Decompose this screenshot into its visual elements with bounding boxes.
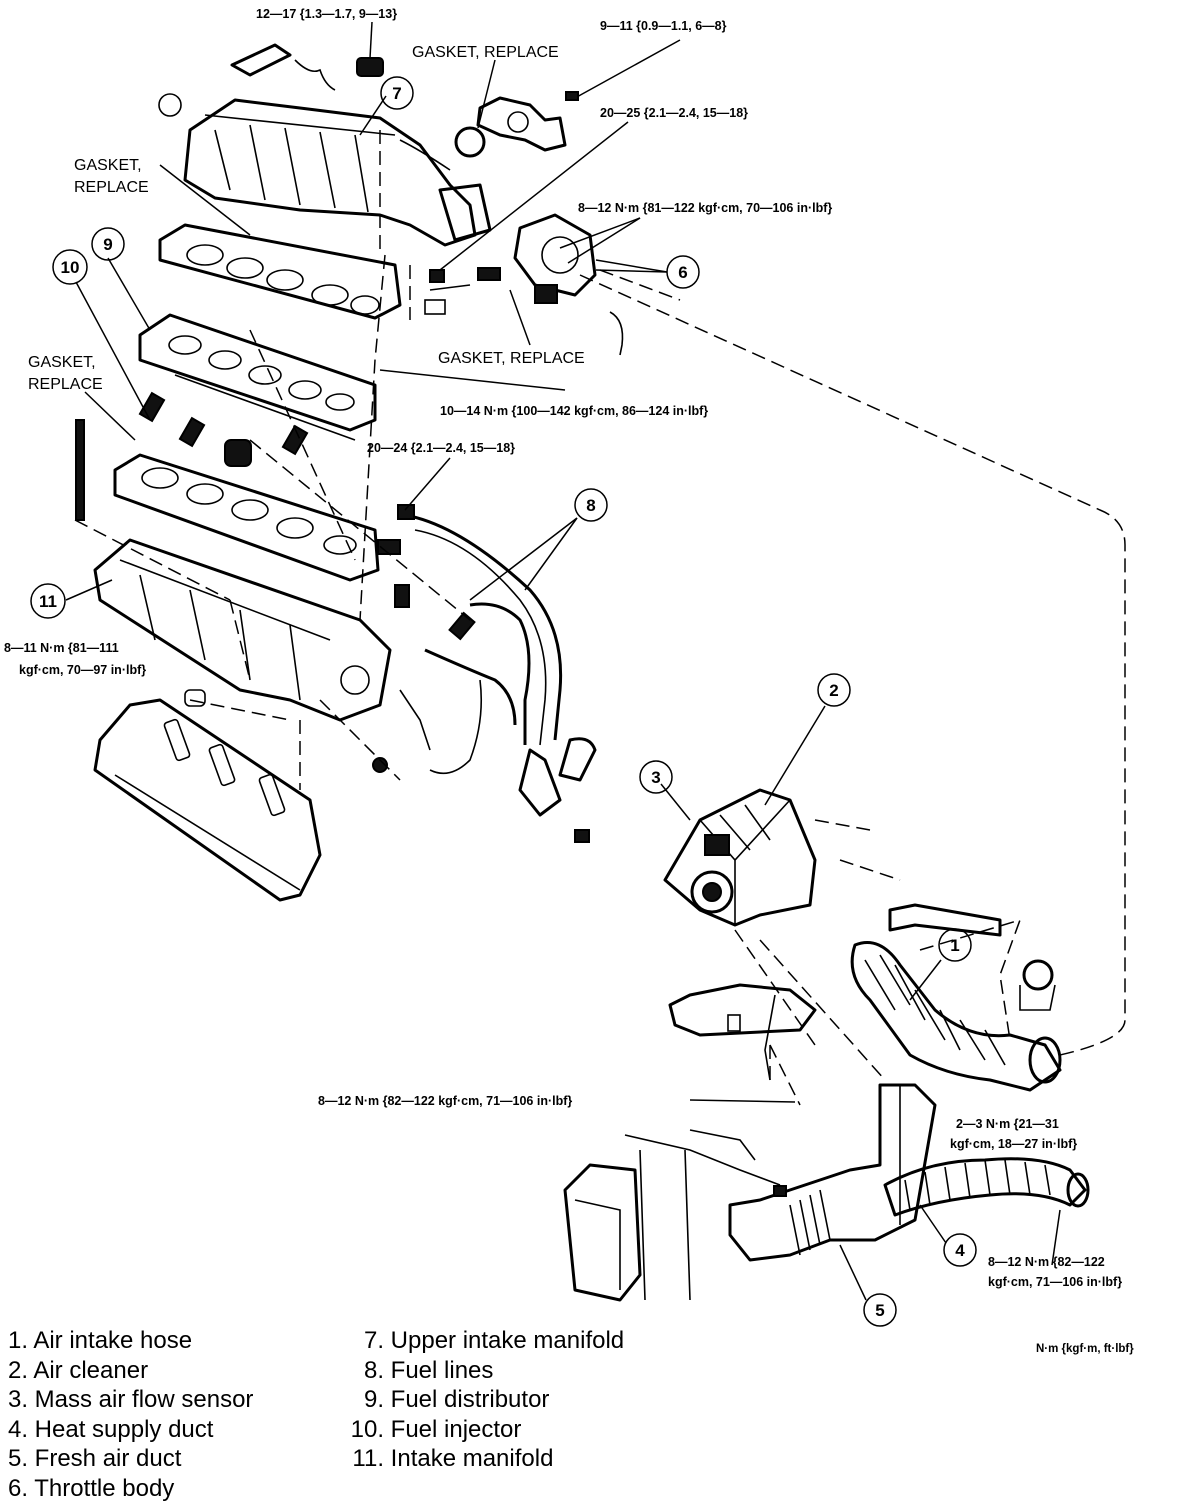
svg-text:5: 5 (875, 1301, 884, 1320)
torque-spec-intake-manifold-1: 8—11 N·m {81—111 (4, 641, 119, 655)
callout-1: 1 (938, 928, 972, 962)
torque-spec-throttle-body: 8—12 N·m {81—122 kgf·cm, 70—106 in·lbf} (578, 201, 832, 215)
parts-legend: 1. Air intake hose 2. Air cleaner 3. Mas… (0, 1326, 1200, 1512)
torque-spec-bracket: 8—12 N·m {82—122 kgf·cm, 71—106 in·lbf} (318, 1094, 572, 1108)
torque-spec-duct-1: 8—12 N·m {82—122 (988, 1255, 1105, 1269)
fuel-distributor (138, 313, 377, 441)
callout-7: 7 (380, 76, 414, 110)
callout-8: 8 (574, 488, 608, 522)
gasket-label-left-2a: GASKET, (28, 354, 96, 371)
callout-6: 6 (666, 255, 700, 289)
heat-supply-duct (883, 1157, 1090, 1217)
torque-spec-fuel-distributor: 10—14 N·m {100—142 kgf·cm, 86—124 in·lbf… (440, 404, 708, 418)
fresh-air-duct (728, 1083, 937, 1262)
svg-text:7: 7 (392, 84, 401, 103)
upper-intake-manifold (158, 93, 492, 247)
upper-manifold-hardware (230, 21, 384, 91)
fuel-injectors (138, 391, 309, 467)
spec-leaders (84, 121, 1061, 1266)
legend-item: 4. Heat supply duct (7, 1415, 214, 1443)
legend-item: 10. Fuel injector (350, 1415, 522, 1443)
legend-item: 3. Mass air flow sensor (7, 1386, 254, 1413)
legend-item: 8. Fuel lines (363, 1356, 494, 1384)
callout-3: 3 (639, 760, 673, 794)
fuel-lines (372, 504, 597, 843)
callout-2: 2 (817, 673, 851, 707)
gasket-label-left-2b: REPLACE (28, 376, 103, 393)
callout-9: 9 (91, 227, 125, 261)
upper-gasket (158, 223, 402, 320)
callout-10: 10 (52, 249, 88, 285)
callout-leaders (65, 95, 947, 1301)
svg-text:1: 1 (950, 936, 959, 955)
svg-text:11: 11 (39, 592, 57, 611)
air-cleaner (663, 788, 817, 927)
legend-item: 9. Fuel distributor (363, 1386, 550, 1413)
air-valve-top (476, 39, 681, 152)
svg-text:9: 9 (103, 235, 112, 254)
svg-text:2: 2 (829, 681, 838, 700)
torque-spec-upper-stud: 20—25 {2.1—2.4, 15—18} (600, 106, 748, 120)
torque-spec-duct-2: kgf·cm, 71—106 in·lbf} (988, 1275, 1122, 1289)
legend-column-right: 7. Upper intake manifold 8. Fuel lines 9… (346, 1326, 625, 1474)
torque-spec-hose-clamp-2: kgf·cm, 18—27 in·lbf} (950, 1137, 1077, 1151)
lower-gasket (113, 453, 380, 582)
air-cleaner-bracket (668, 983, 817, 1081)
svg-text:4: 4 (955, 1241, 965, 1260)
svg-text:8: 8 (586, 496, 595, 515)
legend-item: 11. Intake manifold (352, 1445, 554, 1472)
legend-column-left: 1. Air intake hose 2. Air cleaner 3. Mas… (6, 1326, 253, 1503)
gasket-label-throttle: GASKET, REPLACE (438, 350, 585, 367)
legend-item: 5. Fresh air duct (7, 1445, 182, 1472)
torque-spec-bolt-top: 12—17 {1.3—1.7, 9—13} (256, 7, 397, 21)
torque-spec-fuel-line: 20—24 {2.1—2.4, 15—18} (367, 441, 515, 455)
callout-4: 4 (943, 1233, 977, 1267)
intake-manifold (75, 419, 392, 722)
torque-spec-hose-clamp-1: 2—3 N·m {21—31 (956, 1117, 1059, 1131)
gasket-label-top: GASKET, REPLACE (412, 44, 559, 61)
legend-item: 6. Throttle body (7, 1474, 175, 1502)
legend-item: 7. Upper intake manifold (363, 1327, 625, 1354)
torque-spec-intake-manifold-2: kgf·cm, 70—97 in·lbf} (19, 663, 146, 677)
legend-item: 1. Air intake hose (7, 1327, 193, 1354)
routing-lines (74, 130, 1126, 1106)
gasket-label-left-1b: REPLACE (74, 179, 149, 196)
legend-item: 2. Air cleaner (7, 1356, 149, 1384)
gasket-label-left-1a: GASKET, (74, 157, 142, 174)
units-note: N·m {kgf·m, ft·lbf} (1036, 1343, 1134, 1355)
svg-text:6: 6 (678, 263, 687, 282)
svg-text:3: 3 (651, 768, 660, 787)
throttle-gasket-top (454, 59, 496, 158)
air-intake-hose (850, 903, 1062, 1092)
fender-panel (563, 1129, 787, 1302)
callout-11: 11 (30, 583, 66, 619)
throttle-body (424, 213, 624, 356)
manifold-plate (93, 698, 322, 902)
callout-5: 5 (863, 1293, 897, 1327)
svg-text:10: 10 (61, 258, 80, 277)
torque-spec-valve: 9—11 {0.9—1.1, 6—8} (600, 19, 727, 33)
